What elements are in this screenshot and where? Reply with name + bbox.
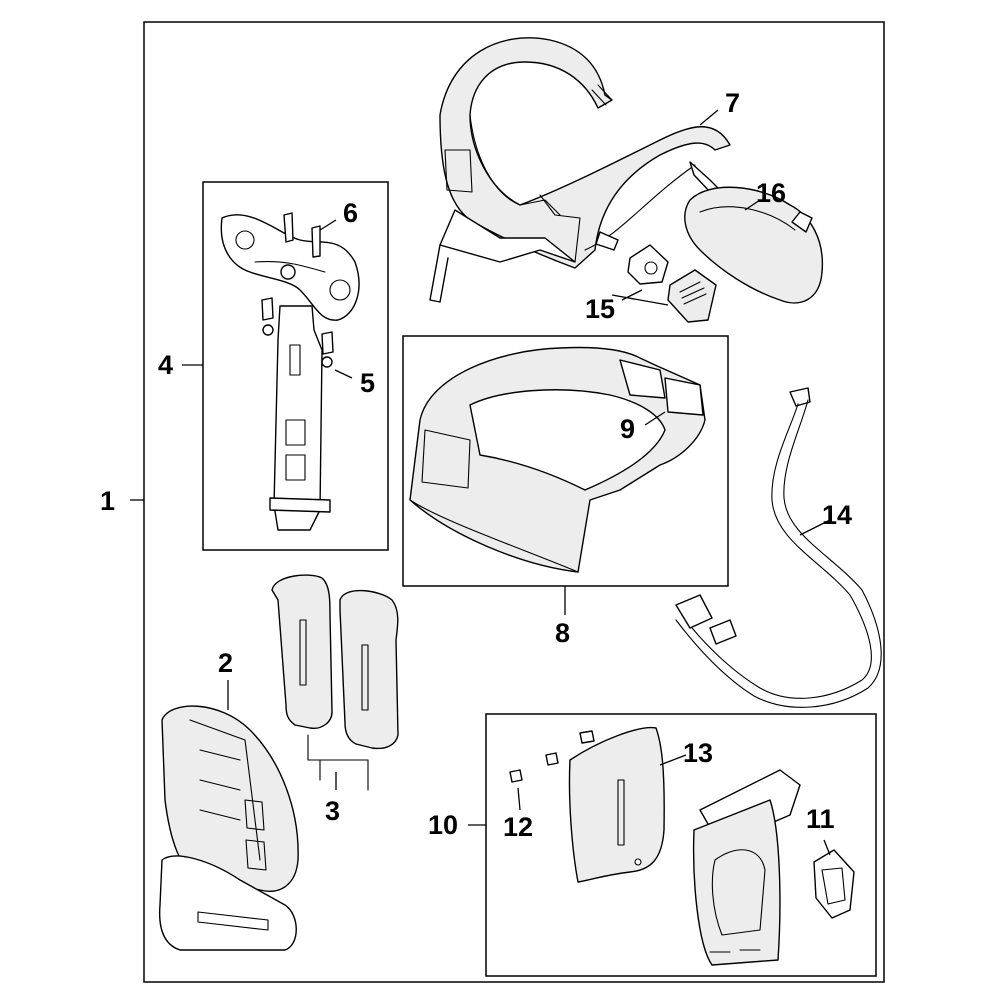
- leader-lines: [130, 109, 831, 856]
- callout-9: 9: [620, 414, 635, 444]
- callout-4: 4: [158, 350, 173, 380]
- callout-16: 16: [756, 178, 786, 208]
- part-shoulder-harness: [429, 37, 731, 303]
- callout-3: 3: [325, 796, 340, 826]
- assembly-frame: [143, 21, 885, 983]
- part-pads: [271, 574, 399, 791]
- callout-7: 7: [725, 88, 740, 118]
- callout-15: 15: [585, 294, 615, 324]
- part-bracket-assembly: [220, 212, 360, 531]
- subassembly-frame-4: [202, 181, 389, 551]
- callout-8: 8: [555, 618, 570, 648]
- callout-2: 2: [218, 648, 233, 678]
- part-buckles: [627, 244, 717, 323]
- callout-6: 6: [343, 198, 358, 228]
- callout-11: 11: [806, 804, 835, 834]
- part-shoulder-pad: [684, 186, 824, 304]
- callout-10: 10: [428, 810, 458, 840]
- part-hip-belt: [409, 346, 706, 573]
- part-strap: [675, 387, 882, 708]
- callout-5: 5: [360, 368, 375, 398]
- callout-1: 1: [100, 486, 115, 516]
- callout-14: 14: [822, 500, 852, 530]
- subassembly-frame-10: [485, 713, 877, 977]
- part-hip-plate-assembly: [509, 726, 855, 966]
- part-backplate: [158, 705, 299, 951]
- callout-12: 12: [503, 812, 533, 842]
- callout-13: 13: [683, 738, 713, 768]
